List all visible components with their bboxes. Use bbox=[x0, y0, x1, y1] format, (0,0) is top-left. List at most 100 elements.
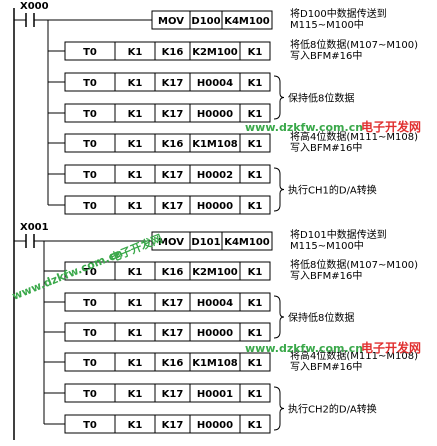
rung-5-field-5: K1 bbox=[248, 139, 263, 150]
group-3-label: 保持低8位数据 bbox=[288, 311, 354, 324]
rung-4-instruction-box bbox=[64, 103, 271, 123]
rung-11-field-2: K1 bbox=[128, 328, 143, 339]
rung-9-comment-line-2: 写入BFM#16中 bbox=[290, 269, 362, 282]
rung-9-field-4: K2M100 bbox=[192, 267, 238, 278]
rung-12-field-3: K16 bbox=[162, 358, 184, 369]
group-3-brace bbox=[273, 295, 285, 339]
rung-11-instruction-box bbox=[64, 322, 271, 342]
rung-14-instruction-box bbox=[64, 414, 271, 434]
rung-7-instruction-box bbox=[64, 195, 271, 215]
rung-4-field-5: K1 bbox=[248, 109, 263, 120]
rung-11-field-5: K1 bbox=[248, 328, 263, 339]
rung-9-field-1: T0 bbox=[83, 267, 97, 278]
rung-11-field-1: T0 bbox=[83, 328, 97, 339]
rung-1-instruction-box bbox=[151, 10, 273, 30]
rung-1-field-3: K4M100 bbox=[224, 16, 270, 27]
rung-4-field-3: K17 bbox=[162, 109, 184, 120]
rung-2-instruction-box bbox=[64, 41, 271, 61]
rung-6-field-5: K1 bbox=[248, 170, 263, 181]
rung-7-field-3: K17 bbox=[162, 201, 184, 212]
rung-2-field-3: K16 bbox=[162, 47, 184, 58]
group-4-label: 执行CH2的D/A转换 bbox=[288, 403, 377, 416]
rung-2-comment-line-2: 写入BFM#16中 bbox=[290, 49, 362, 62]
rung-2-field-2: K1 bbox=[128, 47, 143, 58]
rung-12-instruction-box bbox=[64, 352, 271, 372]
rung-2-field-5: K1 bbox=[248, 47, 263, 58]
rung-1-comment-line-2: M115~M100中 bbox=[290, 18, 364, 31]
rung-12-comment-line-1: 将高4位数据(M111~M108) bbox=[290, 349, 418, 362]
contact-x001-label: X001 bbox=[20, 222, 49, 233]
rung-5-comment-line-2: 写入BFM#16中 bbox=[290, 141, 362, 154]
group-2-brace bbox=[273, 167, 285, 212]
rung-2-field-4: K2M100 bbox=[192, 47, 238, 58]
contact-x000-label: X000 bbox=[20, 1, 49, 12]
rung-14-field-1: T0 bbox=[83, 420, 97, 431]
rung-9-comment-line-1: 将低8位数据(M107~M100) bbox=[290, 258, 418, 271]
rung-2-comment-line-1: 将低8位数据(M107~M100) bbox=[290, 38, 418, 51]
rung-9-instruction-box bbox=[64, 261, 271, 281]
rung-8-comment-line-1: 将D101中数据传送到 bbox=[290, 228, 387, 241]
rung-3-field-5: K1 bbox=[248, 78, 263, 89]
rung-13-field-3: K17 bbox=[162, 389, 184, 400]
rung-10-field-3: K17 bbox=[162, 298, 184, 309]
rung-6-instruction-box bbox=[64, 164, 271, 184]
watermark-brand-2: 电子开发网 bbox=[361, 340, 421, 355]
rung-10-field-1: T0 bbox=[83, 298, 97, 309]
rung-7-field-2: K1 bbox=[128, 201, 143, 212]
rung-4-field-4: H0000 bbox=[197, 109, 233, 120]
rung-3-instruction-box bbox=[64, 72, 271, 92]
rung-6-field-3: K17 bbox=[162, 170, 184, 181]
rung-6-field-1: T0 bbox=[83, 170, 97, 181]
group-2-label: 执行CH1的D/A转换 bbox=[288, 184, 377, 197]
rung-11-field-3: K17 bbox=[162, 328, 184, 339]
rung-12-field-2: K1 bbox=[128, 358, 143, 369]
rung-7-field-4: H0000 bbox=[197, 201, 233, 212]
rung-8-field-2: D101 bbox=[191, 237, 220, 248]
rung-9-field-3: K16 bbox=[162, 267, 184, 278]
rung-3-field-4: H0004 bbox=[197, 78, 233, 89]
rung-12-field-1: T0 bbox=[83, 358, 97, 369]
rung-8-field-1: MOV bbox=[158, 237, 184, 248]
rung-2-field-1: T0 bbox=[83, 47, 97, 58]
group-1-label: 保持低8位数据 bbox=[288, 92, 354, 105]
rung-8-field-3: K4M100 bbox=[224, 237, 270, 248]
rung-3-field-1: T0 bbox=[83, 78, 97, 89]
group-4-brace bbox=[273, 386, 285, 431]
rung-1-comment-line-1: 将D100中数据传送到 bbox=[290, 7, 387, 20]
rung-8-comment-line-2: M115~M100中 bbox=[290, 239, 364, 252]
rung-13-field-1: T0 bbox=[83, 389, 97, 400]
rung-3-field-3: K17 bbox=[162, 78, 184, 89]
rung-12-field-4: K1M108 bbox=[192, 358, 238, 369]
rung-5-field-2: K1 bbox=[128, 139, 143, 150]
rung-6-field-4: H0002 bbox=[197, 170, 233, 181]
rung-12-comment-line-2: 写入BFM#16中 bbox=[290, 360, 362, 373]
group-1-brace bbox=[273, 75, 285, 120]
rung-14-field-5: K1 bbox=[248, 420, 263, 431]
rung-5-field-4: K1M108 bbox=[192, 139, 238, 150]
rung-12-field-5: K1 bbox=[248, 358, 263, 369]
rung-5-instruction-box bbox=[64, 133, 271, 153]
rung-5-field-3: K16 bbox=[162, 139, 184, 150]
watermark-url-2: www.dzkfw.com.cn bbox=[245, 342, 363, 355]
rung-13-field-5: K1 bbox=[248, 389, 263, 400]
rung-8-instruction-box bbox=[151, 231, 273, 251]
rung-7-field-5: K1 bbox=[248, 201, 263, 212]
rung-5-field-1: T0 bbox=[83, 139, 97, 150]
rung-4-field-1: T0 bbox=[83, 109, 97, 120]
rung-3-field-2: K1 bbox=[128, 78, 143, 89]
rung-13-instruction-box bbox=[64, 383, 271, 403]
rung-11-field-4: H0000 bbox=[197, 328, 233, 339]
rung-1-field-1: MOV bbox=[158, 16, 184, 27]
rung-13-field-4: H0001 bbox=[197, 389, 233, 400]
rung-14-field-4: H0000 bbox=[197, 420, 233, 431]
rung-10-field-4: H0004 bbox=[197, 298, 233, 309]
rung-9-field-2: K1 bbox=[128, 267, 143, 278]
rung-6-field-2: K1 bbox=[128, 170, 143, 181]
rung-10-field-5: K1 bbox=[248, 298, 263, 309]
rung-10-field-2: K1 bbox=[128, 298, 143, 309]
watermark-brand-1: 电子开发网 bbox=[361, 119, 421, 134]
rung-13-field-2: K1 bbox=[128, 389, 143, 400]
rung-7-field-1: T0 bbox=[83, 201, 97, 212]
